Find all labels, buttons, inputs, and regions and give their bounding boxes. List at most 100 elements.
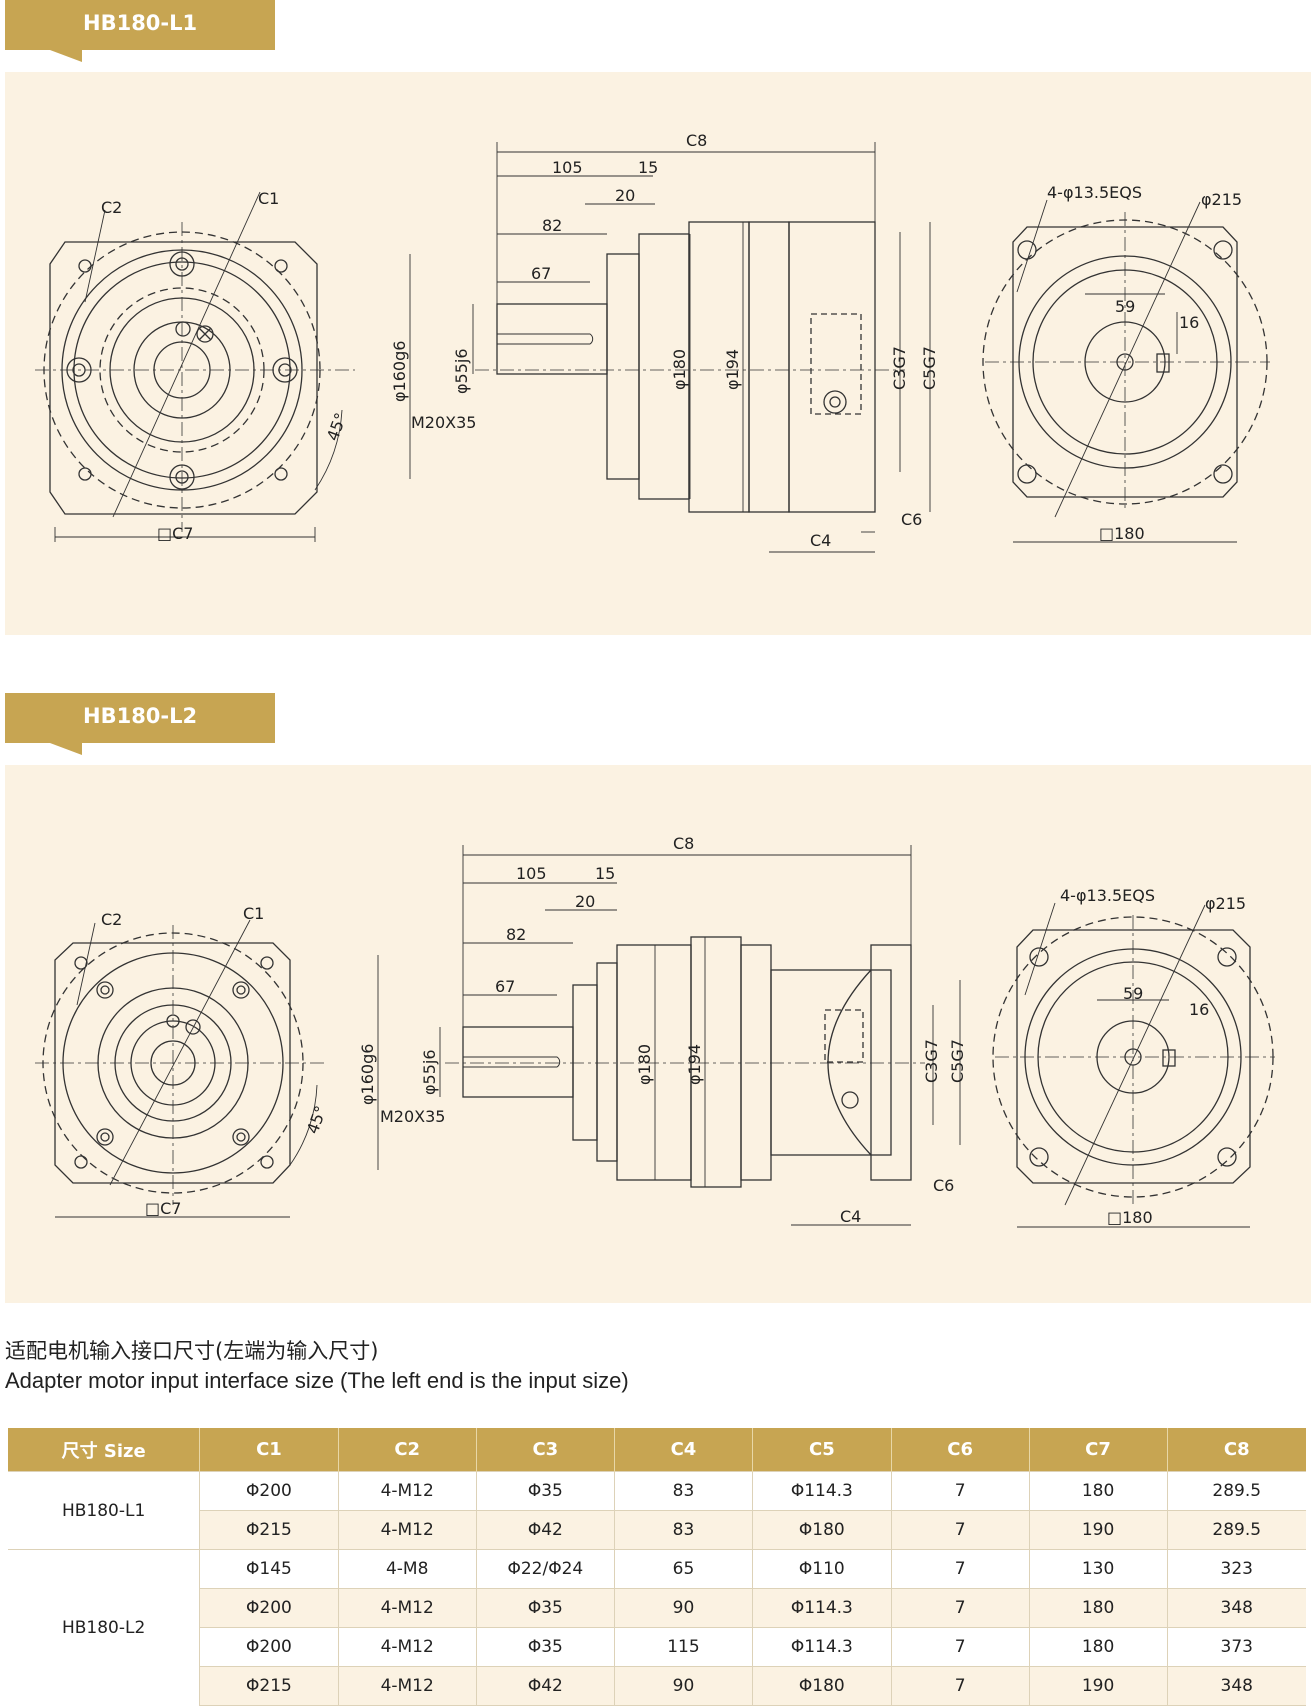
dim-c5: C5G7: [920, 346, 939, 390]
table-cell: 4-M12: [338, 1510, 477, 1550]
table-cell: 323: [1167, 1549, 1306, 1589]
dim-67: 67: [495, 977, 515, 996]
dim-sq180: □180: [1107, 1208, 1153, 1227]
size-table: 尺寸 Size C1 C2 C3 C4 C5 C6 C7 C8 HB180-L1…: [8, 1428, 1306, 1706]
dim-sq180: □180: [1099, 524, 1145, 543]
table-cell: Φ114.3: [752, 1471, 892, 1511]
dim-c7: □C7: [145, 1199, 181, 1218]
section-tab-label: HB180-L2: [83, 704, 198, 728]
table-cell: Φ200: [199, 1471, 339, 1511]
dim-67: 67: [531, 264, 551, 283]
table-cell: Φ180: [752, 1510, 892, 1550]
dim-m20: M20X35: [380, 1107, 445, 1126]
tab-notch: [50, 50, 82, 62]
table-row: Φ215 4-M12 Φ42 83 Φ180 7 190 289.5: [8, 1510, 1306, 1550]
dim-angle: 45°: [323, 410, 351, 443]
table-cell: 115: [614, 1627, 753, 1667]
dim-15: 15: [595, 864, 615, 883]
table-row: HB180-L1 Φ200 4-M12 Φ35 83 Φ114.3 7 180 …: [8, 1471, 1306, 1550]
dim-c3: C3G7: [890, 346, 909, 390]
rear-view: [982, 199, 1270, 543]
table-cell: Φ35: [476, 1627, 615, 1667]
dim-59: 59: [1115, 297, 1135, 316]
drawing-panel-l2: C8 105 15 20 82 67 φ160g6 φ55j6 M20X35 φ…: [5, 765, 1311, 1303]
model-cell: HB180-L1: [8, 1471, 201, 1550]
dim-phi194: φ194: [723, 349, 742, 390]
dim-phi55: φ55j6: [452, 348, 471, 394]
technical-drawing-l1: C8 105 15 20 82 67 φ160g6 φ55j6 M20X35 φ…: [35, 131, 1270, 553]
dim-20: 20: [575, 892, 595, 911]
dim-phi180: φ180: [670, 349, 689, 390]
dim-phi194: φ194: [685, 1044, 704, 1085]
table-cell: 348: [1167, 1588, 1306, 1628]
section-tab-l2: HB180-L2: [5, 693, 275, 743]
side-view: [377, 845, 961, 1226]
dim-bolt: 4-φ13.5EQS: [1060, 886, 1155, 905]
table-cell: Φ42: [476, 1510, 615, 1550]
table-cell: 180: [1029, 1588, 1168, 1628]
dim-c4: C4: [840, 1207, 861, 1226]
table-cell: Φ200: [199, 1627, 339, 1667]
table-cell: 7: [891, 1471, 1030, 1511]
technical-drawing-l2: C8 105 15 20 82 67 φ160g6 φ55j6 M20X35 φ…: [35, 834, 1275, 1228]
table-cell: 289.5: [1167, 1471, 1306, 1511]
dim-m20: M20X35: [411, 413, 476, 432]
dim-59: 59: [1123, 984, 1143, 1003]
front-view: [35, 191, 355, 542]
dim-phi180: φ180: [635, 1044, 654, 1085]
caption-zh: 适配电机输入接口尺寸(左端为输入尺寸): [5, 1339, 379, 1363]
dim-bolt: 4-φ13.5EQS: [1047, 183, 1142, 202]
table-cell: 4-M12: [338, 1627, 477, 1667]
front-view: [35, 919, 325, 1218]
table-cell: Φ22/Φ24: [476, 1549, 615, 1589]
dim-16: 16: [1189, 1000, 1209, 1019]
table-cell: 4-M12: [338, 1666, 477, 1706]
dim-c5: C5G7: [948, 1039, 967, 1083]
dim-16: 16: [1179, 313, 1199, 332]
table-cell: 90: [614, 1588, 753, 1628]
dim-c7: □C7: [157, 524, 193, 543]
dim-c8: C8: [673, 834, 694, 853]
table-cell: 373: [1167, 1627, 1306, 1667]
table-cell: 7: [891, 1588, 1030, 1628]
dim-c1: C1: [243, 904, 264, 923]
table-cell: 65: [614, 1549, 753, 1589]
section-tab-label: HB180-L1: [83, 11, 198, 35]
table-cell: Φ200: [199, 1588, 339, 1628]
table-cell: 4-M12: [338, 1588, 477, 1628]
dim-c6: C6: [933, 1176, 954, 1195]
dim-105: 105: [552, 158, 583, 177]
col-header: C4: [614, 1428, 753, 1472]
dim-82: 82: [542, 216, 562, 235]
dim-phi215: φ215: [1201, 190, 1242, 209]
col-header: C5: [752, 1428, 892, 1472]
table-cell: 83: [614, 1510, 753, 1550]
table-cell: 4-M12: [338, 1471, 477, 1511]
table-cell: 180: [1029, 1627, 1168, 1667]
section-tab-l1: HB180-L1: [5, 0, 275, 50]
table-cell: 7: [891, 1510, 1030, 1550]
dim-phi160: φ160g6: [390, 341, 409, 402]
table-cell: Φ215: [199, 1666, 339, 1706]
dim-phi160: φ160g6: [358, 1044, 377, 1105]
caption-en: Adapter motor input interface size (The …: [5, 1368, 629, 1393]
table-row: HB180-L2 Φ145 4-M8 Φ22/Φ24 65 Φ110 7 130…: [8, 1549, 1306, 1706]
col-header: C7: [1029, 1428, 1168, 1472]
col-header: C2: [338, 1428, 477, 1472]
dim-c1: C1: [258, 189, 279, 208]
table-cell: 83: [614, 1471, 753, 1511]
table-cell: 130: [1029, 1549, 1168, 1589]
table-cell: Φ145: [199, 1549, 339, 1589]
table-cell: 7: [891, 1549, 1030, 1589]
table-cell: Φ215: [199, 1510, 339, 1550]
dim-c2: C2: [101, 198, 122, 217]
dim-105: 105: [516, 864, 547, 883]
table-cell: 7: [891, 1627, 1030, 1667]
dim-phi55: φ55j6: [420, 1049, 439, 1095]
table-cell: 4-M8: [338, 1549, 477, 1589]
dim-c6: C6: [901, 510, 922, 529]
col-header: C1: [199, 1428, 339, 1472]
side-view: [409, 142, 931, 553]
dim-c8: C8: [686, 131, 707, 150]
col-header: C3: [476, 1428, 615, 1472]
